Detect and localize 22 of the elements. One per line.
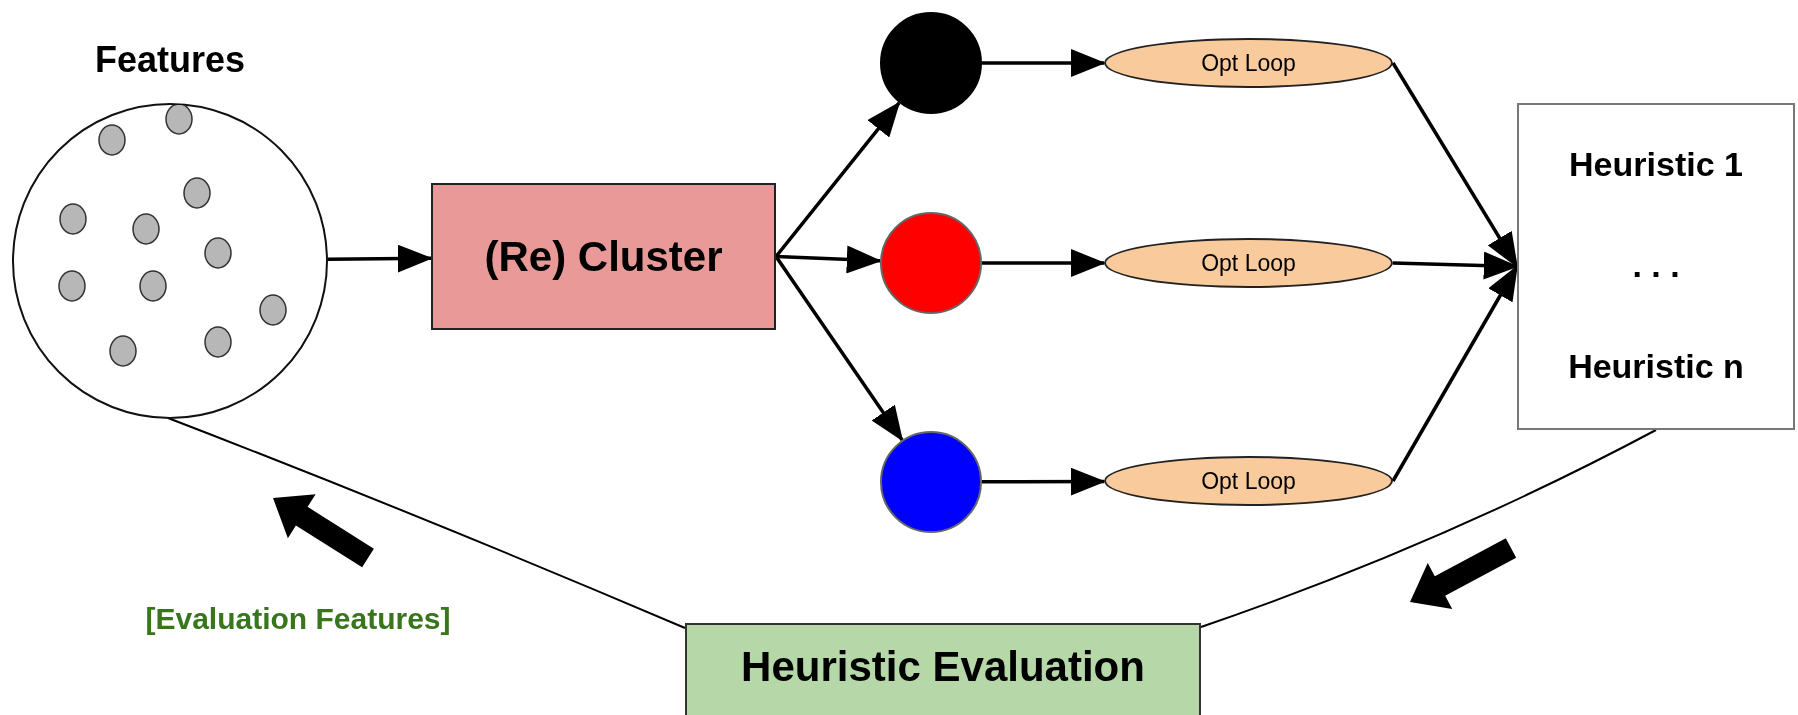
arrow	[1391, 265, 1519, 482]
arrow	[327, 244, 433, 273]
arrow	[775, 245, 882, 274]
box-label: Heuristic n	[1568, 347, 1744, 386]
connector-curve	[167, 417, 686, 629]
arrow	[982, 49, 1106, 77]
process-box	[685, 623, 1201, 715]
arrow	[1391, 62, 1519, 268]
box-label: (Re) Cluster	[484, 232, 723, 281]
connector-curve	[1200, 429, 1657, 628]
arrow	[982, 249, 1106, 277]
features-title: Features	[94, 39, 246, 81]
box-label: Heuristic 1	[1569, 145, 1743, 184]
box-label: . . .	[1632, 246, 1680, 285]
process-box	[1517, 103, 1795, 430]
annotation-label: [Evaluation Features]	[145, 602, 451, 636]
process-box	[431, 183, 776, 330]
arrow	[982, 467, 1106, 496]
ellipse-label: Opt Loop	[1201, 49, 1296, 77]
ellipse-label: Opt Loop	[1201, 249, 1296, 277]
box-label: Heuristic Evaluation	[741, 643, 1145, 691]
ellipse-label: Opt Loop	[1201, 467, 1296, 495]
